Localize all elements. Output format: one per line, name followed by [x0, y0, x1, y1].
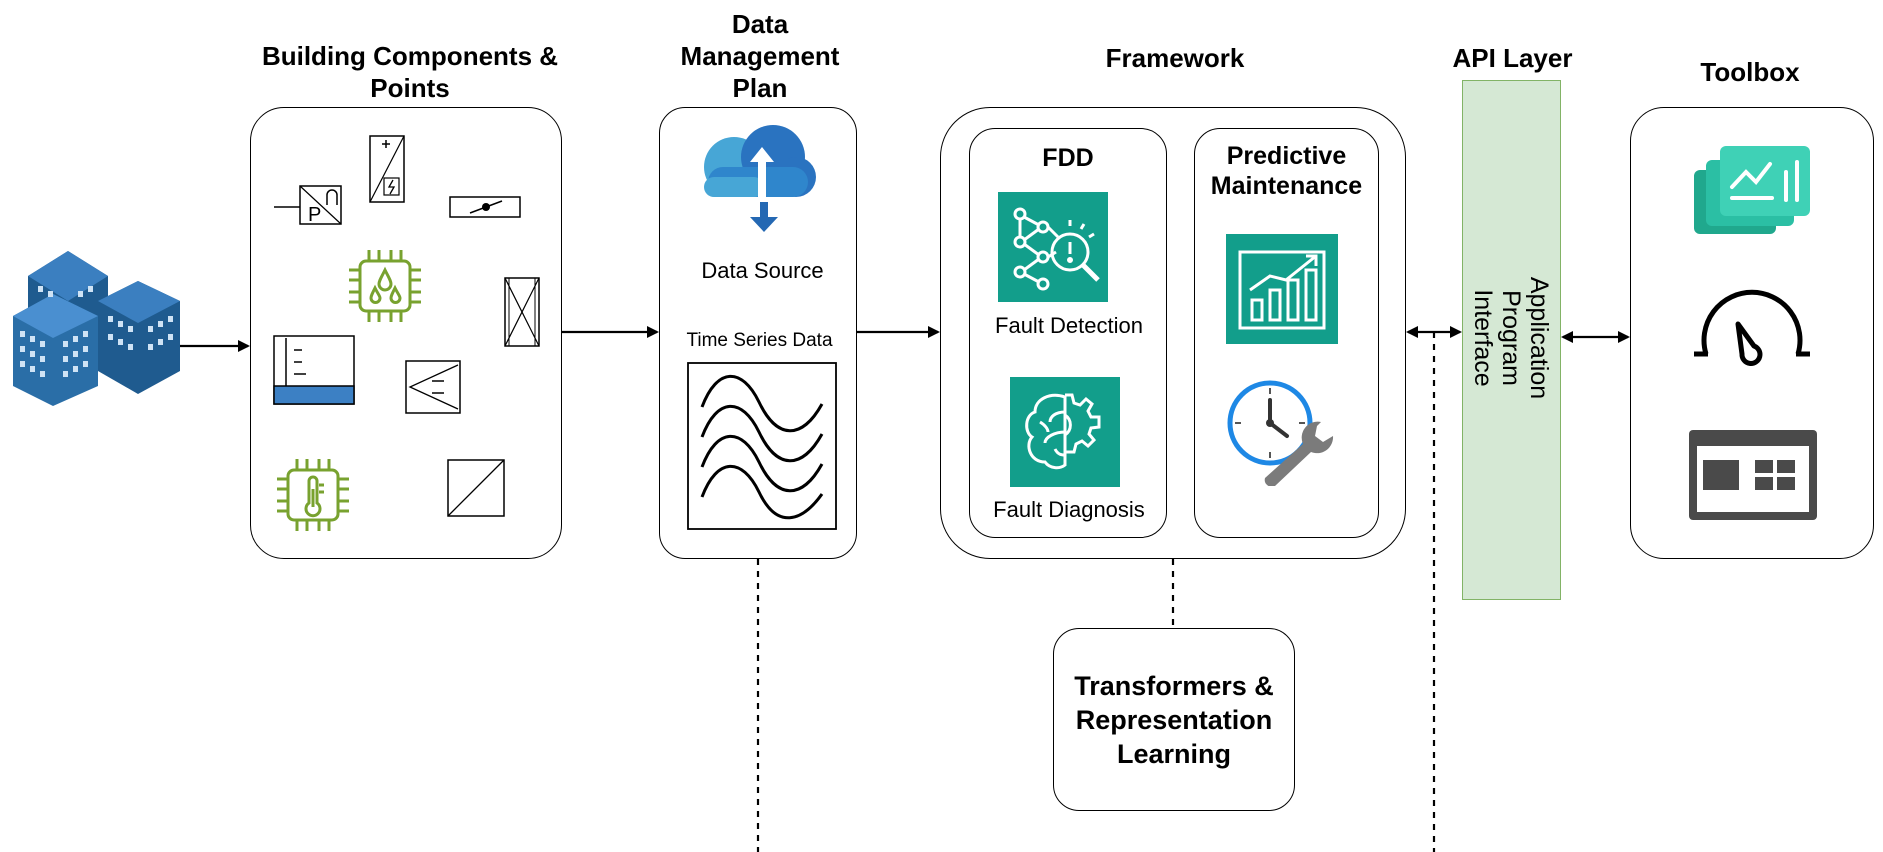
api-layer-bar	[1462, 80, 1561, 600]
clock-wrench-icon	[1227, 380, 1334, 486]
layout-window-icon	[1689, 430, 1817, 520]
pressure-sensor-icon: P	[274, 185, 342, 226]
growth-chart-icon	[1226, 234, 1338, 344]
header-data-management-plan: Data Management Plan	[680, 9, 840, 103]
damper-icon	[405, 360, 461, 414]
valve-icon	[449, 196, 521, 218]
header-toolbox: Toolbox	[1700, 57, 1800, 87]
brain-gear-icon	[1010, 377, 1120, 487]
dashboard-stack-icon	[1694, 146, 1810, 234]
header-framework: Framework	[1105, 43, 1245, 73]
data-source-label: Data Source	[701, 258, 824, 283]
svg-text:P: P	[308, 204, 321, 226]
ai-detection-icon	[998, 192, 1108, 302]
filter-icon	[504, 277, 540, 347]
sine-waves-icon	[687, 362, 837, 530]
header-building-components: Building Components & Points	[261, 41, 559, 103]
tank-level-icon	[273, 335, 355, 405]
temperature-sensor-chip-icon	[277, 459, 349, 531]
fdd-title: FDD	[1042, 144, 1094, 172]
humidity-sensor-chip-icon	[349, 250, 421, 322]
diagonal-icon	[447, 459, 505, 517]
time-series-label: Time Series Data	[686, 330, 833, 351]
api-interface-text: Application Program Interface	[1469, 276, 1553, 400]
inverter-icon	[369, 135, 405, 203]
buildings-icon	[13, 251, 180, 406]
transformers-box: Transformers & Representation Learning	[1053, 628, 1295, 811]
fault-diagnosis-label: Fault Diagnosis	[993, 497, 1145, 522]
gauge-icon	[1694, 289, 1810, 366]
cloud-upload-icon	[704, 125, 816, 232]
header-api-layer: API Layer	[1452, 43, 1573, 73]
transformers-text: Transformers & Representation Learning	[1074, 670, 1274, 769]
predictive-title: Predictive Maintenance	[1210, 142, 1363, 200]
fault-detection-label: Fault Detection	[995, 313, 1143, 338]
building-components-box	[250, 107, 562, 559]
